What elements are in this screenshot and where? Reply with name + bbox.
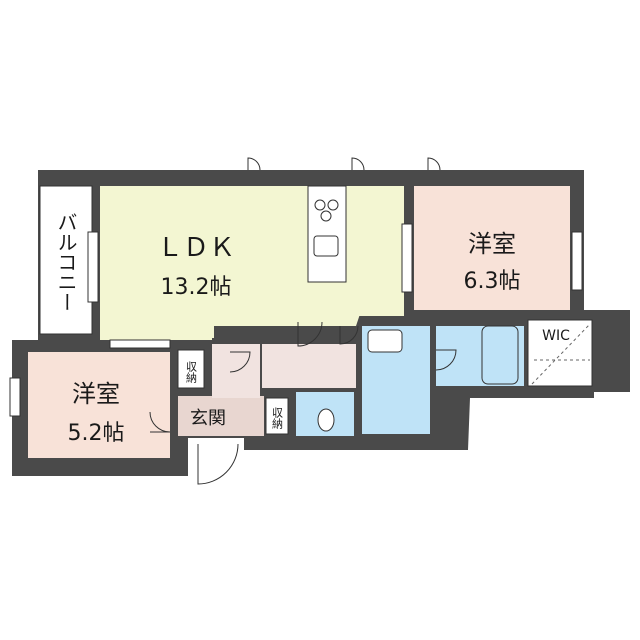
bathroom	[436, 326, 524, 386]
wic-name: WIC	[542, 328, 570, 344]
windows	[9, 223, 583, 417]
ldk-size: 13.2帖	[161, 275, 232, 300]
ldk-main	[100, 186, 404, 338]
storage-2-name: 収納	[271, 407, 284, 430]
stove-icon	[314, 199, 326, 211]
bathtub	[481, 325, 519, 385]
entrance-room	[178, 396, 264, 436]
bedroom-sw-size: 5.2帖	[68, 421, 125, 446]
entrance-name: 玄関	[190, 408, 226, 429]
bedroom-sw-name: 洋室	[72, 380, 120, 408]
bedroom-sw-room	[28, 352, 170, 458]
storage-2-room	[265, 397, 289, 435]
toilet-icon	[317, 408, 335, 432]
bedroom-ne-name: 洋室	[468, 230, 516, 258]
hall-corridor	[262, 344, 356, 388]
wic-room	[527, 319, 593, 387]
kitchen-counter	[307, 185, 347, 283]
ldk-name: ＬＤＫ	[157, 233, 235, 263]
storage-1-name: 収納	[185, 361, 198, 384]
stove-icon	[327, 199, 339, 211]
labels: ＬＤＫ 13.2帖 洋室 6.3帖 洋室 5.2帖 玄関 収納 収納 WIC バ…	[54, 212, 570, 446]
bedroom-ne-size: 6.3帖	[464, 269, 521, 294]
washbasin	[367, 329, 403, 353]
stove-icon	[320, 210, 332, 222]
rooms	[28, 185, 593, 458]
storage-1-room	[177, 349, 205, 389]
sink-icon	[313, 235, 339, 257]
balcony	[39, 185, 93, 335]
bedroom-ne-room	[414, 186, 570, 310]
balcony-name: バルコニー	[54, 212, 78, 312]
doors	[149, 157, 457, 485]
